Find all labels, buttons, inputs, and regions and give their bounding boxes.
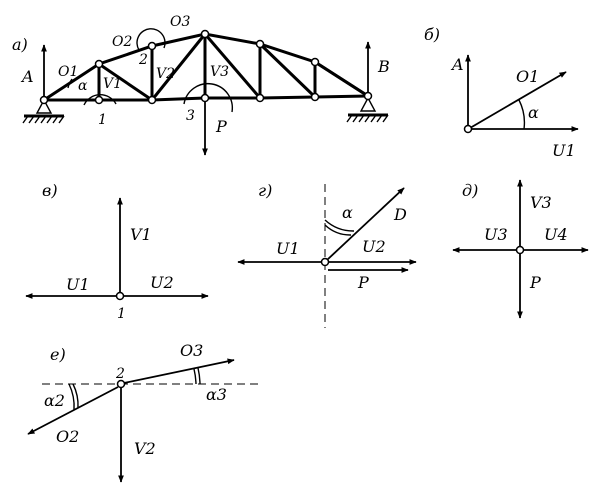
e-label-O3: O3 [180, 341, 203, 360]
truss-members [43, 32, 369, 102]
panel-a-truss: а) [12, 14, 390, 156]
label-P: P [215, 117, 227, 136]
label-node-1: 1 [98, 112, 107, 128]
e-label-alpha3: α3 [206, 385, 227, 404]
e-o3-arrow [123, 358, 235, 384]
panel-a-tag: а) [12, 35, 28, 54]
panel-b-node-a: б) A O1 U1 α [424, 25, 579, 160]
d-label-U4: U4 [544, 225, 568, 244]
panel-v-tag: в) [42, 181, 58, 200]
b-o1-arrow [469, 71, 567, 129]
v-label-U2: U2 [150, 273, 174, 292]
right-support [346, 96, 389, 123]
panel-v-node-1: в) V1 U1 U2 1 [25, 181, 209, 322]
g-d-arrow [326, 187, 405, 261]
b-label-alpha: α [528, 103, 539, 122]
panel-g-node-3: г) U1 U2 D P α [237, 181, 417, 328]
label-B: B [377, 57, 390, 76]
g-label-U2: U2 [362, 237, 386, 256]
label-V1: V1 [103, 76, 122, 92]
g-label-alpha: α [342, 203, 353, 222]
label-O3: O3 [170, 14, 190, 30]
g-label-D: D [393, 205, 407, 224]
g-label-P: P [357, 273, 369, 292]
d-label-V3: V3 [530, 193, 552, 212]
v-label-node-1: 1 [117, 306, 126, 322]
label-node-3: 3 [186, 108, 195, 124]
section-cuts [67, 28, 234, 113]
panel-e-tag: е) [50, 345, 66, 364]
truss-joints [39, 29, 373, 105]
label-V2: V2 [156, 66, 175, 82]
left-support [22, 98, 65, 124]
e-label-node-2: 2 [115, 366, 125, 382]
d-label-U3: U3 [484, 225, 508, 244]
e-label-V2: V2 [134, 439, 156, 458]
panel-b-tag: б) [424, 25, 440, 44]
panel-d-node: д) V3 U3 U4 P [452, 179, 589, 319]
e-o2-arrow [27, 386, 119, 435]
panel-g-tag: г) [258, 181, 272, 200]
e-label-O2: O2 [56, 427, 79, 446]
v-label-V1: V1 [130, 225, 152, 244]
panel-e-node-2: е) 2 O3 O2 V2 α2 α3 [27, 341, 258, 483]
g-label-U1: U1 [276, 239, 300, 258]
label-A: A [20, 67, 34, 86]
label-O1: O1 [58, 64, 78, 80]
b-label-O1: O1 [516, 67, 539, 86]
label-V3: V3 [210, 64, 229, 80]
b-label-A: A [450, 55, 464, 74]
label-alpha: α [78, 78, 88, 94]
panel-d-tag: д) [462, 181, 478, 200]
e-label-alpha2: α2 [44, 391, 65, 410]
label-node-2: 2 [138, 52, 148, 68]
d-label-P: P [529, 273, 541, 292]
b-label-U1: U1 [552, 141, 576, 160]
v-label-U1: U1 [66, 275, 90, 294]
label-O2: O2 [112, 34, 132, 50]
